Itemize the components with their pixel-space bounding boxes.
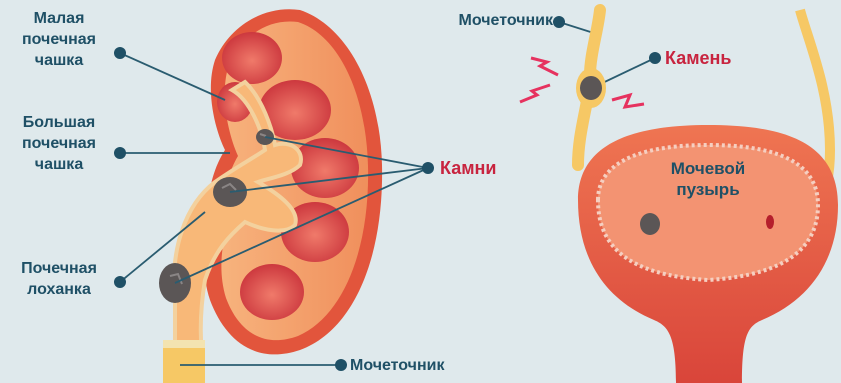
dot [422,162,434,174]
label-ureter-top: Мочеточник [403,10,553,31]
leader-minor-calyx [120,53,225,100]
pyramid [291,138,359,198]
dot [553,16,565,28]
ureter-lower-edge [163,340,205,348]
pain-zigzag [612,95,644,107]
label-renal-pelvis: Почечная лоханка [4,258,114,300]
label-bladder: Мочевой пузырь [648,158,768,200]
label-ureter-bottom: Мочеточник [350,355,500,376]
stone-in-ureter [580,76,602,100]
dot [649,52,661,64]
dot [335,359,347,371]
pyramid [222,32,282,84]
dot [114,276,126,288]
dot [114,47,126,59]
label-stone: Камень [665,48,765,69]
pyramid [240,264,304,320]
bladder-stone [640,213,660,235]
kidney [159,9,382,383]
label-major-calyx: Большая почечная чашка [4,112,114,175]
ureter-opening [766,215,774,229]
dot [114,147,126,159]
pain-zigzag [531,58,558,75]
pain-zigzag [520,85,550,102]
label-minor-calyx: Малая почечная чашка [4,8,114,71]
label-stones: Камни [440,158,520,179]
